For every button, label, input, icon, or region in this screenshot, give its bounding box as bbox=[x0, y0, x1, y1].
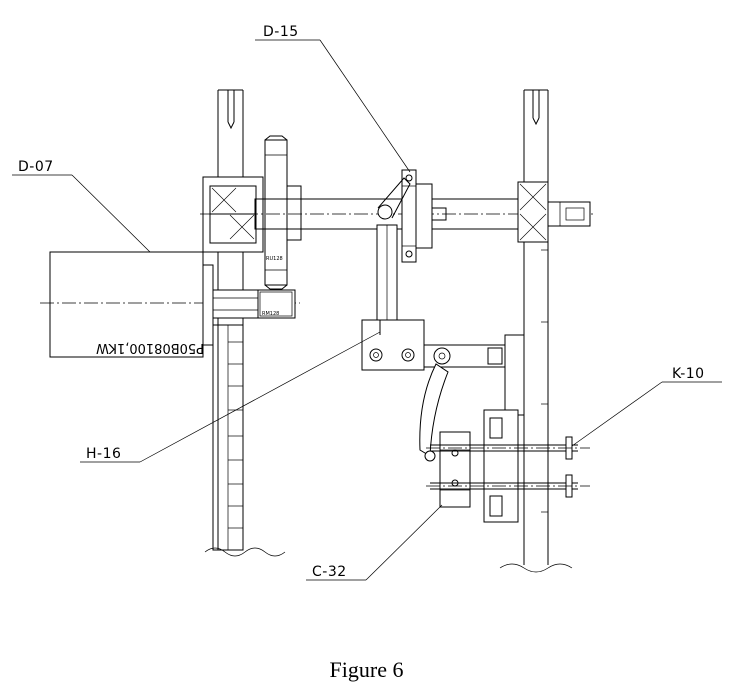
coupling-assembly bbox=[401, 169, 447, 263]
clamp-assembly bbox=[426, 409, 590, 523]
label-h16: H-16 bbox=[86, 446, 121, 462]
left-frame-post bbox=[204, 89, 286, 557]
label-d15: D-15 bbox=[263, 24, 299, 40]
upper-shaft: RU128 bbox=[200, 135, 595, 290]
figure-caption: Figure 6 bbox=[329, 657, 404, 682]
label-d07: D-07 bbox=[18, 159, 54, 175]
label-c32: C-32 bbox=[312, 564, 347, 580]
gear-mark: RU128 bbox=[266, 256, 283, 262]
motor-nameplate-text: P50B08100,1KW bbox=[96, 340, 204, 355]
label-k10: K-10 bbox=[672, 366, 705, 382]
leader-lines bbox=[12, 39, 722, 581]
motor-mark-a: RM128 bbox=[262, 311, 279, 317]
lever-arm bbox=[361, 177, 525, 462]
motor-body: RM128 bbox=[40, 251, 300, 358]
